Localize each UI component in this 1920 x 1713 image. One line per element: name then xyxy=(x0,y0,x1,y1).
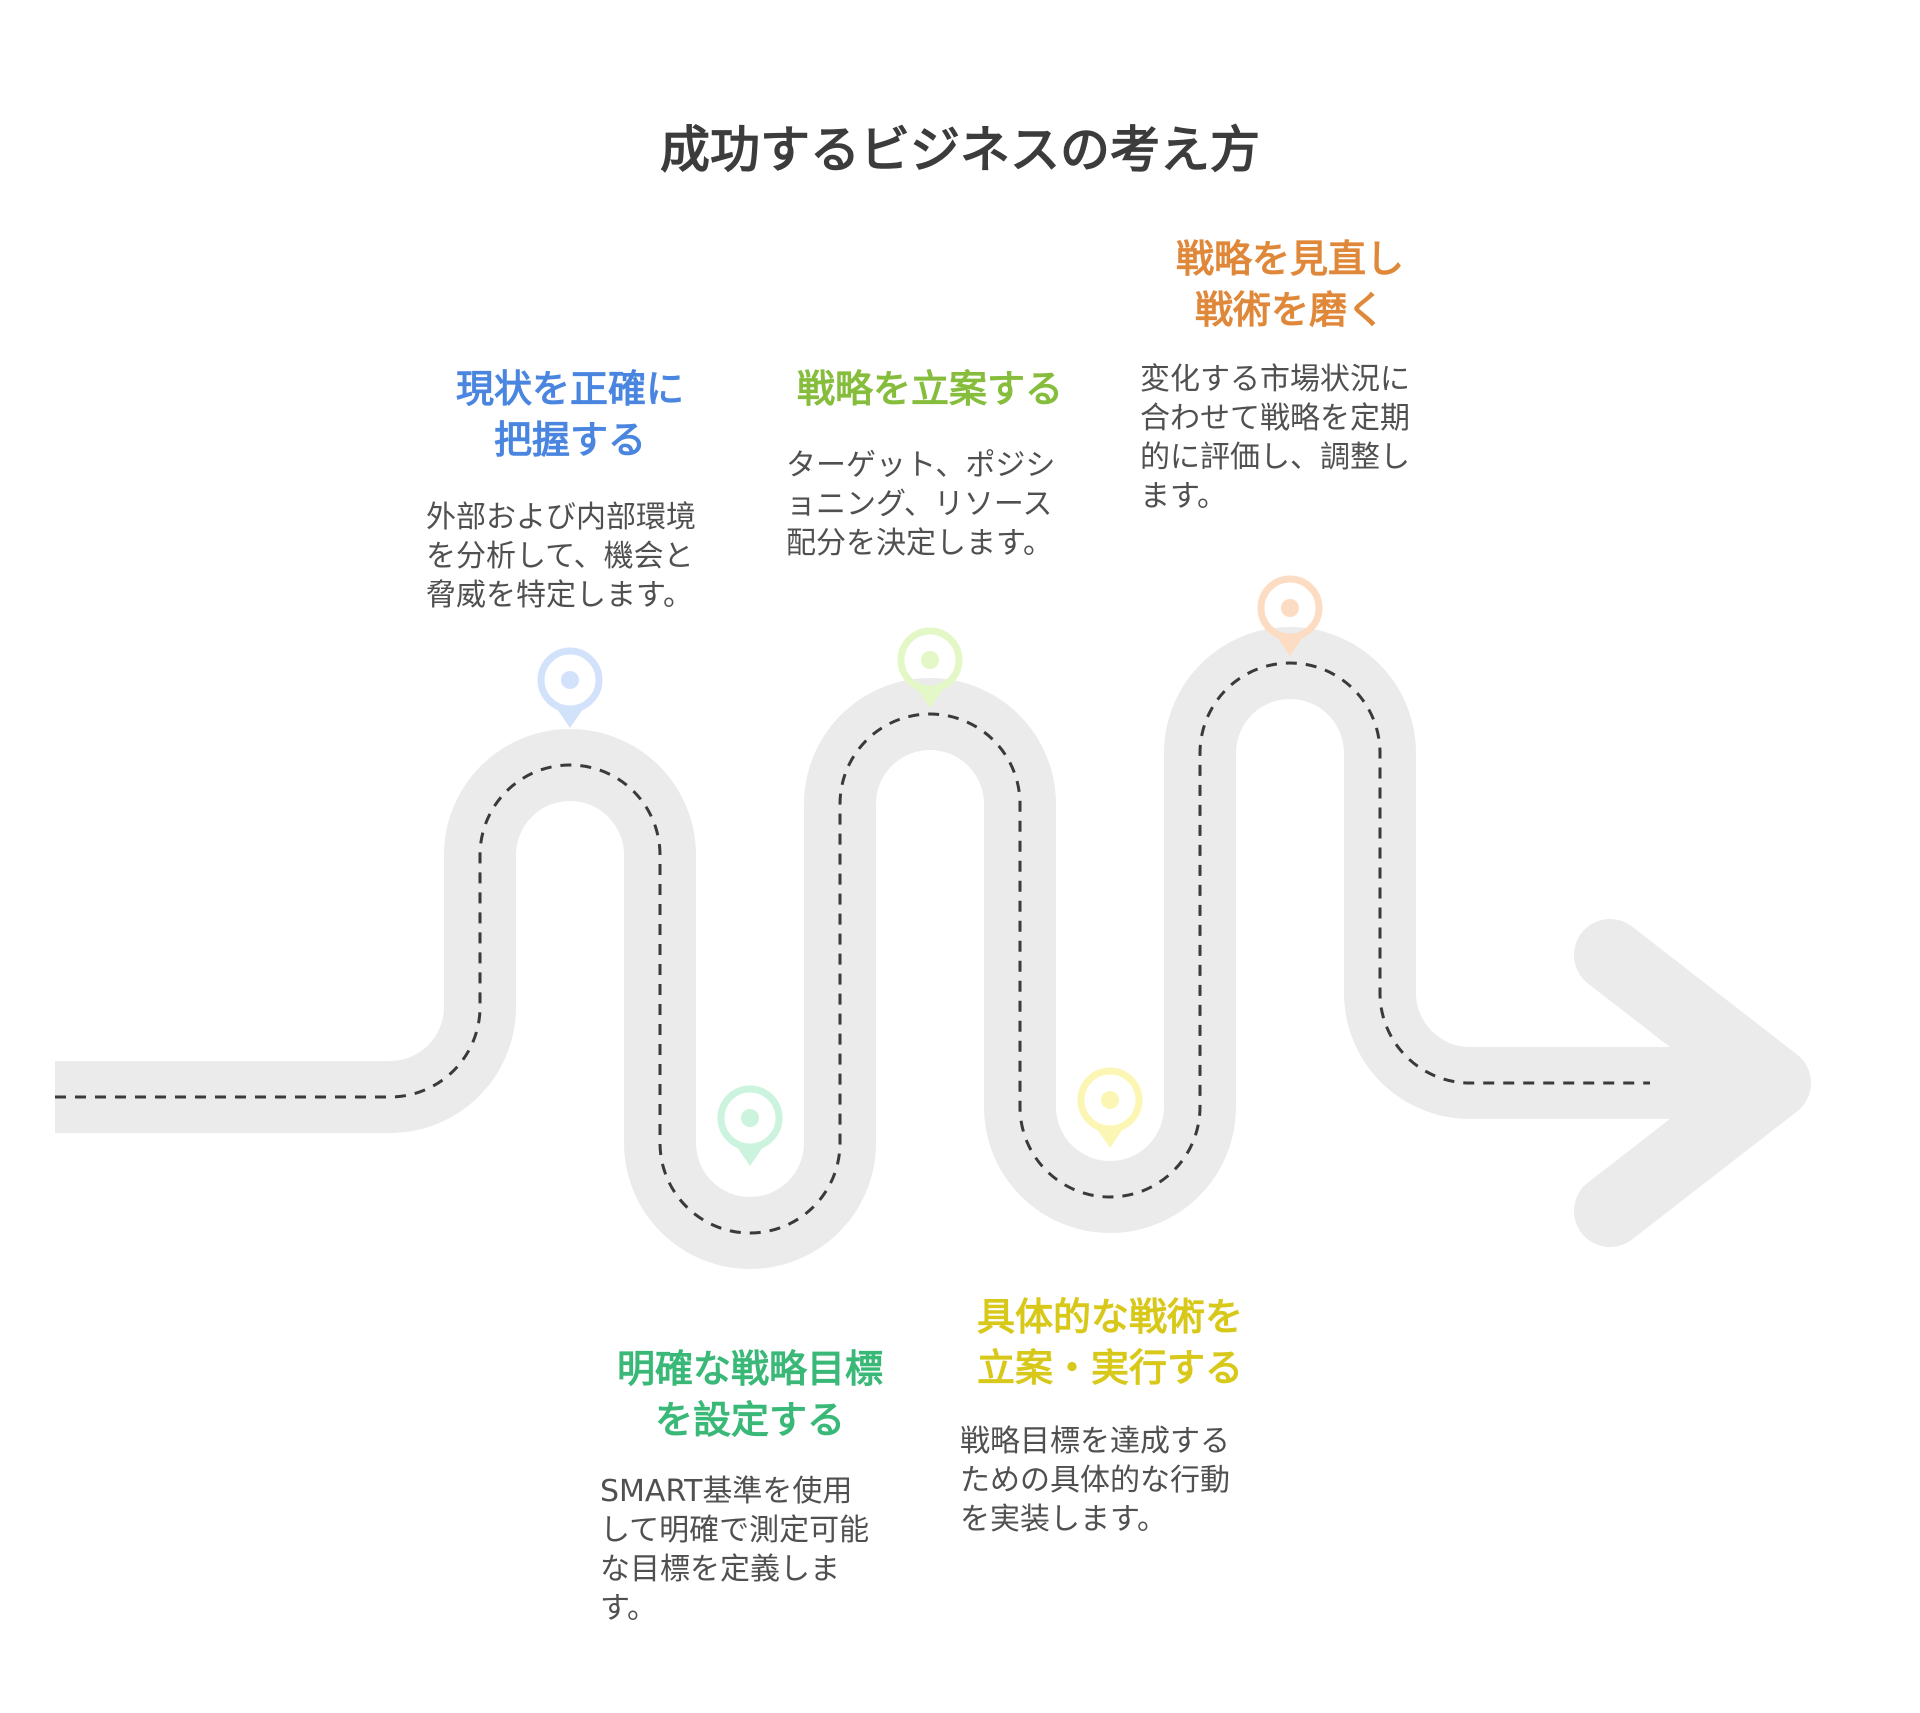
road-arrow-head xyxy=(1574,919,1811,1247)
step-2-description: SMART基準を使用 して明確で測定可能 な目標を定義しま す。 xyxy=(600,1474,870,1626)
location-pin-icon xyxy=(537,647,603,728)
step-3-description: ターゲット、ポジシ ョニング、リソース 配分を決定します。 xyxy=(786,448,1056,561)
step-5-title: 戦略を見直し 戦術を磨く xyxy=(1175,237,1404,332)
step-1-description: 外部および内部環境 を分析して、機会と 脅威を特定します。 xyxy=(426,500,696,613)
step-3-title: 戦略を立案する xyxy=(796,367,1063,411)
location-pin-icon xyxy=(717,1085,783,1166)
step-5-description: 変化する市場状況に 合わせて戦略を定期 的に評価し、調整し ます。 xyxy=(1140,362,1410,514)
location-pin-icon xyxy=(1257,575,1323,656)
page-title: 成功するビジネスの考え方 xyxy=(660,121,1260,179)
road-dashed-line xyxy=(55,661,1650,1235)
step-4-description: 戦略目標を達成する ための具体的な行動 を実装します。 xyxy=(960,1424,1230,1537)
step-2-title: 明確な戦略目標 を設定する xyxy=(616,1347,883,1442)
location-pin-icon xyxy=(897,627,963,708)
step-1-title: 現状を正確に 把握する xyxy=(455,367,684,462)
road-path xyxy=(55,627,1780,1269)
location-pin-icon xyxy=(1077,1067,1143,1148)
step-4-title: 具体的な戦術を 立案・実行する xyxy=(976,1295,1243,1390)
